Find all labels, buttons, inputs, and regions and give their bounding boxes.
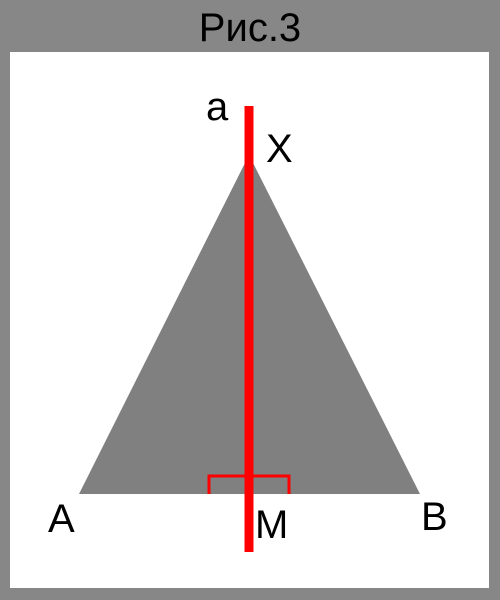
label-point-m: M	[255, 503, 288, 547]
figure-title: Рис.3	[198, 6, 302, 50]
label-point-a: A	[48, 497, 75, 541]
label-point-x: X	[266, 127, 293, 171]
label-line-a: a	[206, 85, 229, 129]
label-point-b: B	[421, 495, 448, 539]
